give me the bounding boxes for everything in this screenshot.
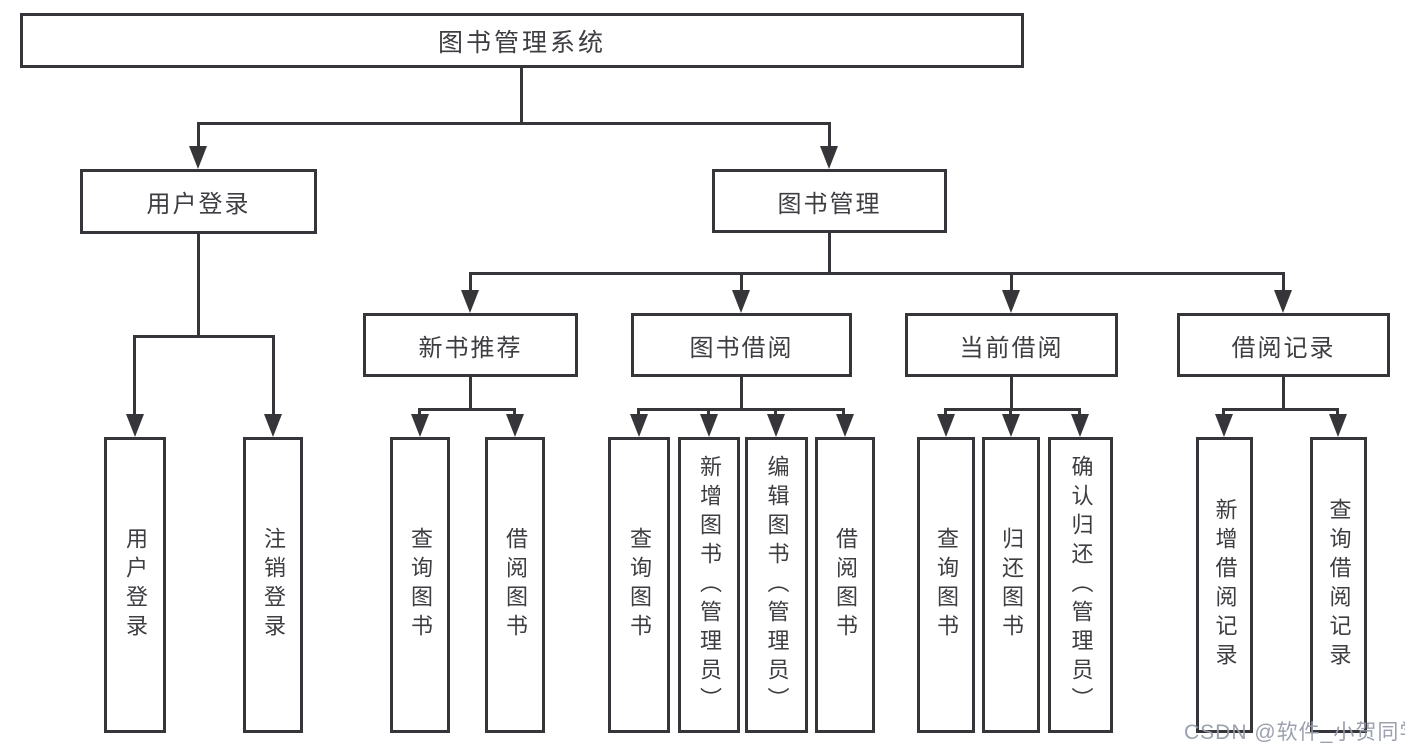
connector-to-leaf-user-login (133, 335, 136, 415)
connector-new-book-rec-rail (418, 408, 516, 411)
connector-leaf-stem (944, 408, 947, 416)
connector-current-borrow-stem (1010, 377, 1013, 408)
leaf-borrow-books-rec: 借阅图书 (485, 437, 545, 733)
leaf-return-book: 归还图书 (982, 437, 1040, 733)
node-book-borrow: 图书借阅 (631, 313, 852, 377)
connector-to-borrow-record (1282, 272, 1285, 292)
arrowhead-down-icon (937, 414, 955, 437)
connector-leaf-stem (1078, 408, 1081, 416)
arrowhead-down-icon (461, 290, 479, 313)
connector-leaf-stem (1009, 408, 1012, 416)
arrowhead-down-icon (767, 414, 785, 437)
connector-to-leaf-logout (272, 335, 275, 415)
node-current-borrow: 当前借阅 (905, 313, 1118, 377)
arrowhead-down-icon (630, 414, 648, 437)
node-book-mgmt: 图书管理 (712, 169, 947, 233)
node-root: 图书管理系统 (20, 13, 1024, 68)
leaf-confirm-return-admin: 确认归还（管理员） (1048, 437, 1113, 733)
arrowhead-down-icon (264, 414, 282, 437)
leaf-edit-book-admin: 编辑图书（管理员） (745, 437, 808, 733)
leaf-borrow-books: 借阅图书 (815, 437, 875, 733)
watermark-text: CSDN @软件_小贺同学 (1184, 721, 1405, 744)
connector-to-new-book-rec (469, 272, 472, 292)
leaf-query-borrow-record: 查询借阅记录 (1310, 437, 1367, 733)
connector-to-user-login (197, 122, 200, 148)
connector-book-borrow-rail (637, 408, 845, 411)
connector-to-book-borrow (740, 272, 743, 292)
connector-to-current-borrow (1010, 272, 1013, 292)
connector-to-book-mgmt (828, 122, 831, 148)
leaf-query-books-borrow: 查询图书 (608, 437, 670, 733)
connector-root-stem (520, 68, 523, 122)
leaf-user-login: 用户登录 (104, 437, 166, 733)
leaf-add-book-admin: 新增图书（管理员） (678, 437, 740, 733)
connector-leaf-stem (513, 408, 516, 416)
leaf-query-books-rec: 查询图书 (390, 437, 450, 733)
leaf-add-borrow-record: 新增借阅记录 (1196, 437, 1253, 733)
arrowhead-down-icon (411, 414, 429, 437)
node-new-book-rec: 新书推荐 (363, 313, 578, 377)
arrowhead-down-icon (1215, 414, 1233, 437)
connector-level3-rail (469, 272, 1285, 275)
connector-leaf-stem (1222, 408, 1225, 416)
connector-user-login-stem (197, 234, 200, 335)
arrowhead-down-icon (126, 414, 144, 437)
connector-level2-rail (197, 122, 831, 125)
leaf-query-books-current: 查询图书 (917, 437, 975, 733)
connector-book-borrow-stem (740, 377, 743, 408)
arrowhead-down-icon (820, 146, 838, 169)
connector-new-book-rec-stem (469, 377, 472, 408)
arrowhead-down-icon (1274, 290, 1292, 313)
connector-leaf-stem (842, 408, 845, 416)
connector-leaf-stem (707, 408, 710, 416)
arrowhead-down-icon (1329, 414, 1347, 437)
arrowhead-down-icon (1071, 414, 1089, 437)
arrowhead-down-icon (506, 414, 524, 437)
connector-leaf-stem (637, 408, 640, 416)
connector-borrow-record-rail (1222, 408, 1339, 411)
connector-current-borrow-rail (944, 408, 1081, 411)
arrowhead-down-icon (732, 290, 750, 313)
connector-leaf-stem (1336, 408, 1339, 416)
connector-book-mgmt-stem (828, 233, 831, 272)
arrowhead-down-icon (700, 414, 718, 437)
arrowhead-down-icon (836, 414, 854, 437)
connector-borrow-record-stem (1282, 377, 1285, 408)
arrowhead-down-icon (189, 146, 207, 169)
arrowhead-down-icon (1002, 414, 1020, 437)
leaf-logout: 注销登录 (243, 437, 303, 733)
connector-user-login-rail (133, 335, 275, 338)
connector-leaf-stem (418, 408, 421, 416)
node-borrow-record: 借阅记录 (1177, 313, 1390, 377)
arrowhead-down-icon (1002, 290, 1020, 313)
connector-leaf-stem (774, 408, 777, 416)
node-user-login: 用户登录 (80, 169, 317, 234)
